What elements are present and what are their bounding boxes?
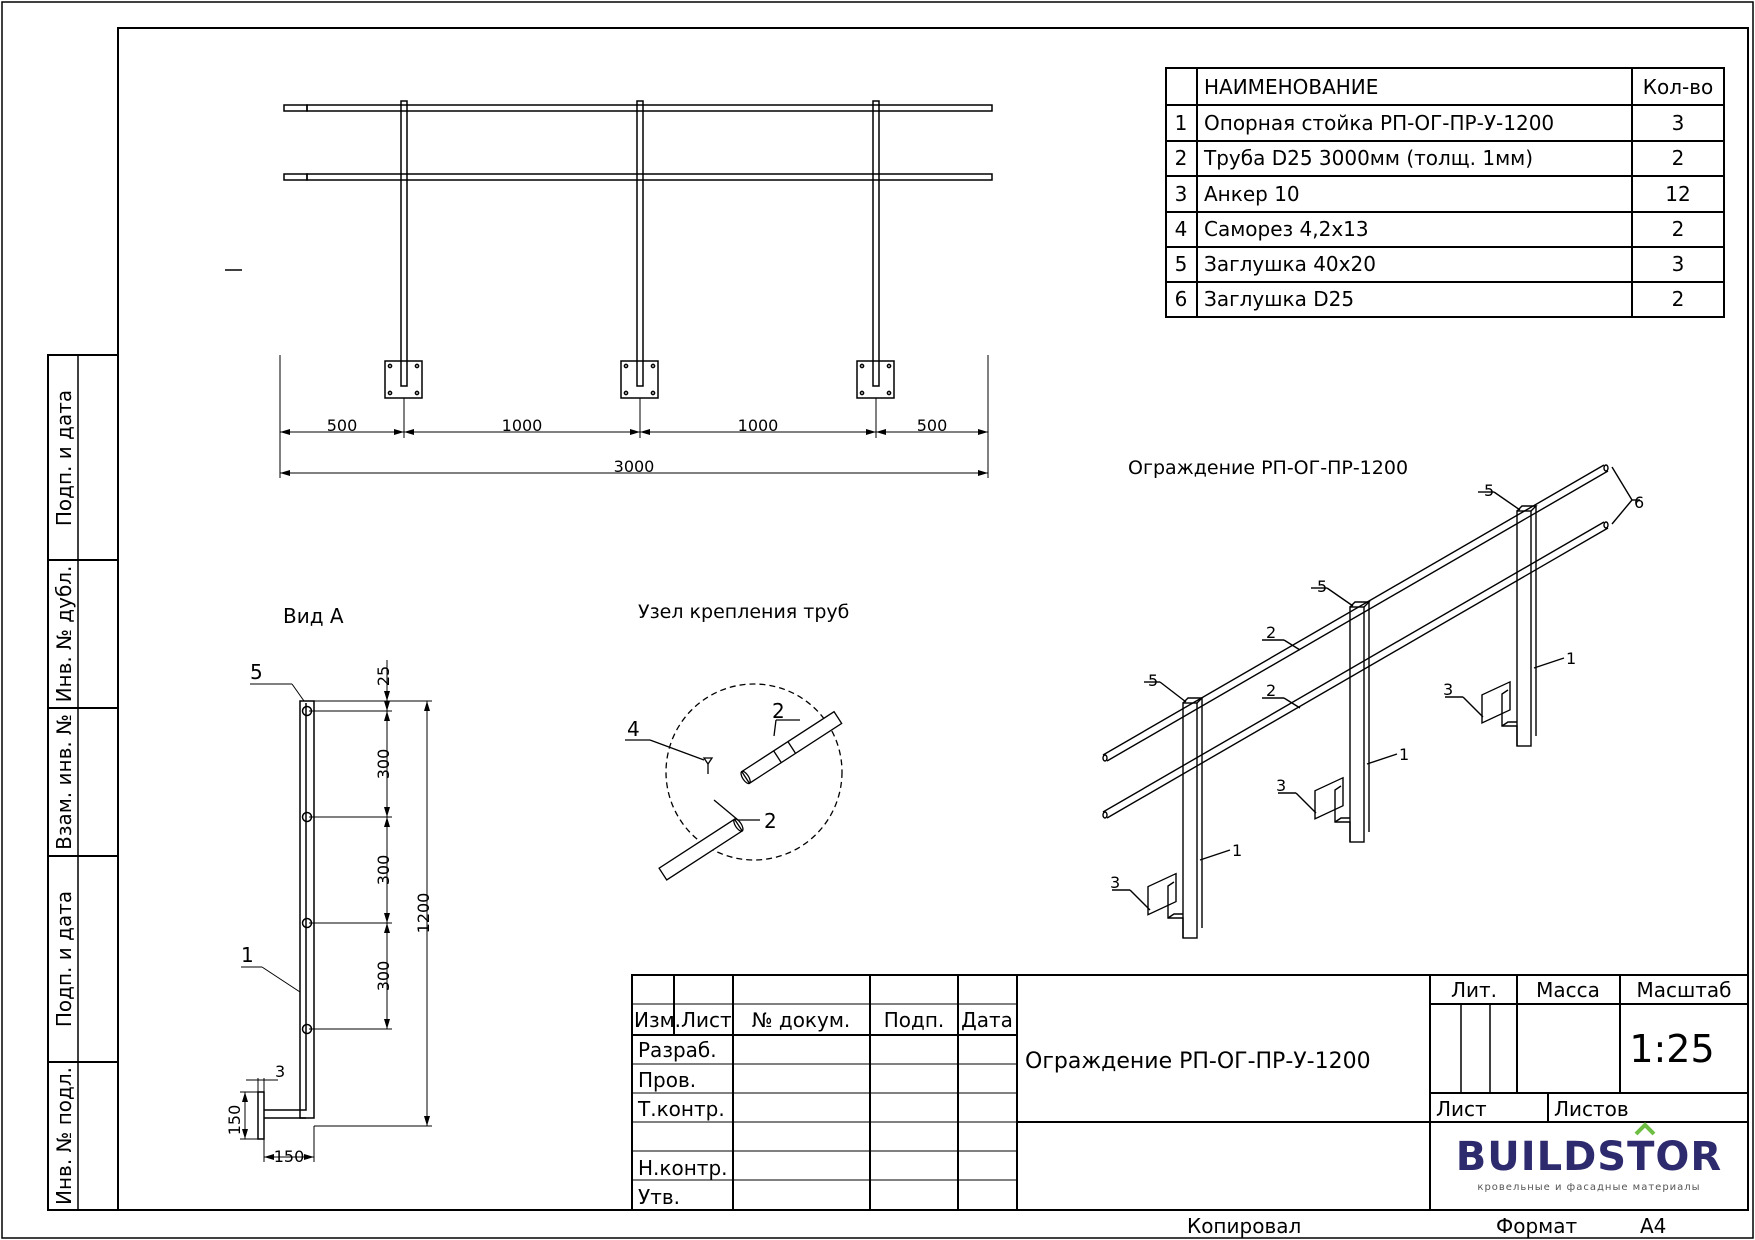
- tb-lit: Лит.: [1451, 978, 1497, 1002]
- dim-150-horizontal: 150: [274, 1147, 305, 1166]
- dim-1000-left: 1000: [502, 416, 543, 435]
- side-stamp-label: Подп. и дата: [52, 390, 76, 526]
- tb-scale-value: 1:25: [1629, 1027, 1714, 1071]
- view-a-post: [257, 700, 315, 1140]
- callout-1: 1: [241, 943, 254, 967]
- iso-callout-5: 5: [1317, 577, 1327, 596]
- dim-3000-total: 3000: [614, 457, 655, 476]
- spec-row-qty: 3: [1672, 111, 1685, 135]
- iso-callout-3: 3: [1110, 873, 1120, 892]
- tb-masshtab: Масштаб: [1636, 978, 1731, 1002]
- spec-row-name: Заглушка D25: [1204, 287, 1354, 311]
- dim-300: 300: [374, 855, 393, 886]
- view-a-title: Вид А: [283, 604, 344, 628]
- dim-1200: 1200: [414, 893, 433, 934]
- tb-massa: Масса: [1536, 978, 1600, 1002]
- spec-row-name: Труба D25 3000мм (толщ. 1мм): [1203, 146, 1533, 170]
- iso-callout-2: 2: [1266, 623, 1276, 642]
- tb-sheets: Листов: [1554, 1097, 1629, 1121]
- dim-300: 300: [374, 961, 393, 992]
- footer-format-value: A4: [1640, 1214, 1666, 1238]
- spec-row-qty: 12: [1665, 182, 1690, 206]
- spec-header-name: НАИМЕНОВАНИЕ: [1204, 75, 1378, 99]
- spec-row-qty: 2: [1672, 287, 1685, 311]
- side-stamp-label: Подп. и дата: [52, 891, 76, 1027]
- iso-callout-6: 6: [1634, 493, 1644, 512]
- tb-razrab: Разраб.: [638, 1038, 717, 1062]
- spec-row-number: 6: [1175, 287, 1188, 311]
- tb-date: Дата: [961, 1008, 1013, 1032]
- tb-product-name: Ограждение РП-ОГ-ПР-У-1200: [1025, 1049, 1371, 1074]
- spec-row-number: 4: [1175, 217, 1188, 241]
- dim-25: 25: [374, 666, 393, 686]
- dim-500-right: 500: [917, 416, 948, 435]
- pipe-joint-detail: [625, 683, 843, 881]
- spec-table: [1165, 67, 1725, 318]
- pipe-joint-title: Узел крепления труб: [638, 601, 849, 623]
- dim-3: 3: [275, 1062, 285, 1081]
- title-block: [631, 974, 1749, 1211]
- tb-list: Лист: [681, 1008, 732, 1032]
- iso-view-title: Ограждение РП-ОГ-ПР-1200: [1128, 457, 1408, 479]
- side-stamp: [47, 354, 119, 1211]
- tb-nkontr: Н.контр.: [638, 1156, 728, 1180]
- tb-izm: Изм.: [634, 1008, 681, 1032]
- iso-callout-3: 3: [1276, 776, 1286, 795]
- iso-callout-2: 2: [1266, 681, 1276, 700]
- spec-row-name: Саморез 4,2х13: [1204, 217, 1369, 241]
- buildstor-logo: BUILDSTOR кровельные и фасадные материал…: [1456, 1122, 1722, 1193]
- dim-300: 300: [374, 749, 393, 780]
- tb-sheet: Лист: [1436, 1097, 1487, 1121]
- dim-1000-right: 1000: [738, 416, 779, 435]
- logo-chevron-icon: [1634, 1122, 1656, 1136]
- side-stamp-label: Инв. № подл.: [52, 1067, 76, 1205]
- footer-copied: Копировал: [1187, 1214, 1301, 1238]
- front-view: [283, 100, 993, 399]
- spec-row-name: Заглушка 40х20: [1204, 252, 1376, 276]
- iso-callout-5: 5: [1484, 481, 1494, 500]
- iso-callout-1: 1: [1566, 649, 1576, 668]
- callout-2: 2: [772, 699, 785, 723]
- tb-utv: Утв.: [638, 1185, 680, 1209]
- side-stamp-label: Взам. инв. №: [52, 714, 76, 850]
- iso-callout-1: 1: [1399, 745, 1409, 764]
- spec-row-qty: 3: [1672, 252, 1685, 276]
- svg-text:кровельные и фасадные материал: кровельные и фасадные материалы: [1477, 1182, 1700, 1193]
- footer-format-label: Формат: [1496, 1214, 1577, 1238]
- iso-callout-5: 5: [1148, 671, 1158, 690]
- spec-row-qty: 2: [1672, 217, 1685, 241]
- view-a-dimensions: [240, 660, 432, 1162]
- dim-500-left: 500: [327, 416, 358, 435]
- spec-row-number: 2: [1175, 146, 1188, 170]
- tb-doc-no: № докум.: [752, 1008, 851, 1032]
- spec-row-name: Анкер 10: [1204, 182, 1300, 206]
- iso-view: [1102, 464, 1640, 939]
- tb-tkontr: Т.контр.: [637, 1097, 725, 1121]
- iso-callout-1: 1: [1232, 841, 1242, 860]
- callout-4: 4: [627, 717, 640, 741]
- spec-header-qty: Кол-во: [1643, 75, 1713, 99]
- svg-text:BUILDSTOR: BUILDSTOR: [1456, 1134, 1722, 1180]
- tb-podp: Подп.: [884, 1008, 945, 1032]
- spec-row-number: 5: [1175, 252, 1188, 276]
- side-stamp-label: Инв. № дубл.: [52, 566, 76, 703]
- iso-callout-3: 3: [1443, 680, 1453, 699]
- spec-row-number: 3: [1175, 182, 1188, 206]
- tb-prov: Пров.: [638, 1068, 696, 1092]
- dim-150-vertical: 150: [225, 1105, 244, 1136]
- spec-row-number: 1: [1175, 111, 1188, 135]
- spec-row-name: Опорная стойка РП-ОГ-ПР-У-1200: [1204, 111, 1554, 135]
- spec-row-qty: 2: [1672, 146, 1685, 170]
- callout-2: 2: [764, 809, 777, 833]
- callout-5: 5: [250, 660, 263, 684]
